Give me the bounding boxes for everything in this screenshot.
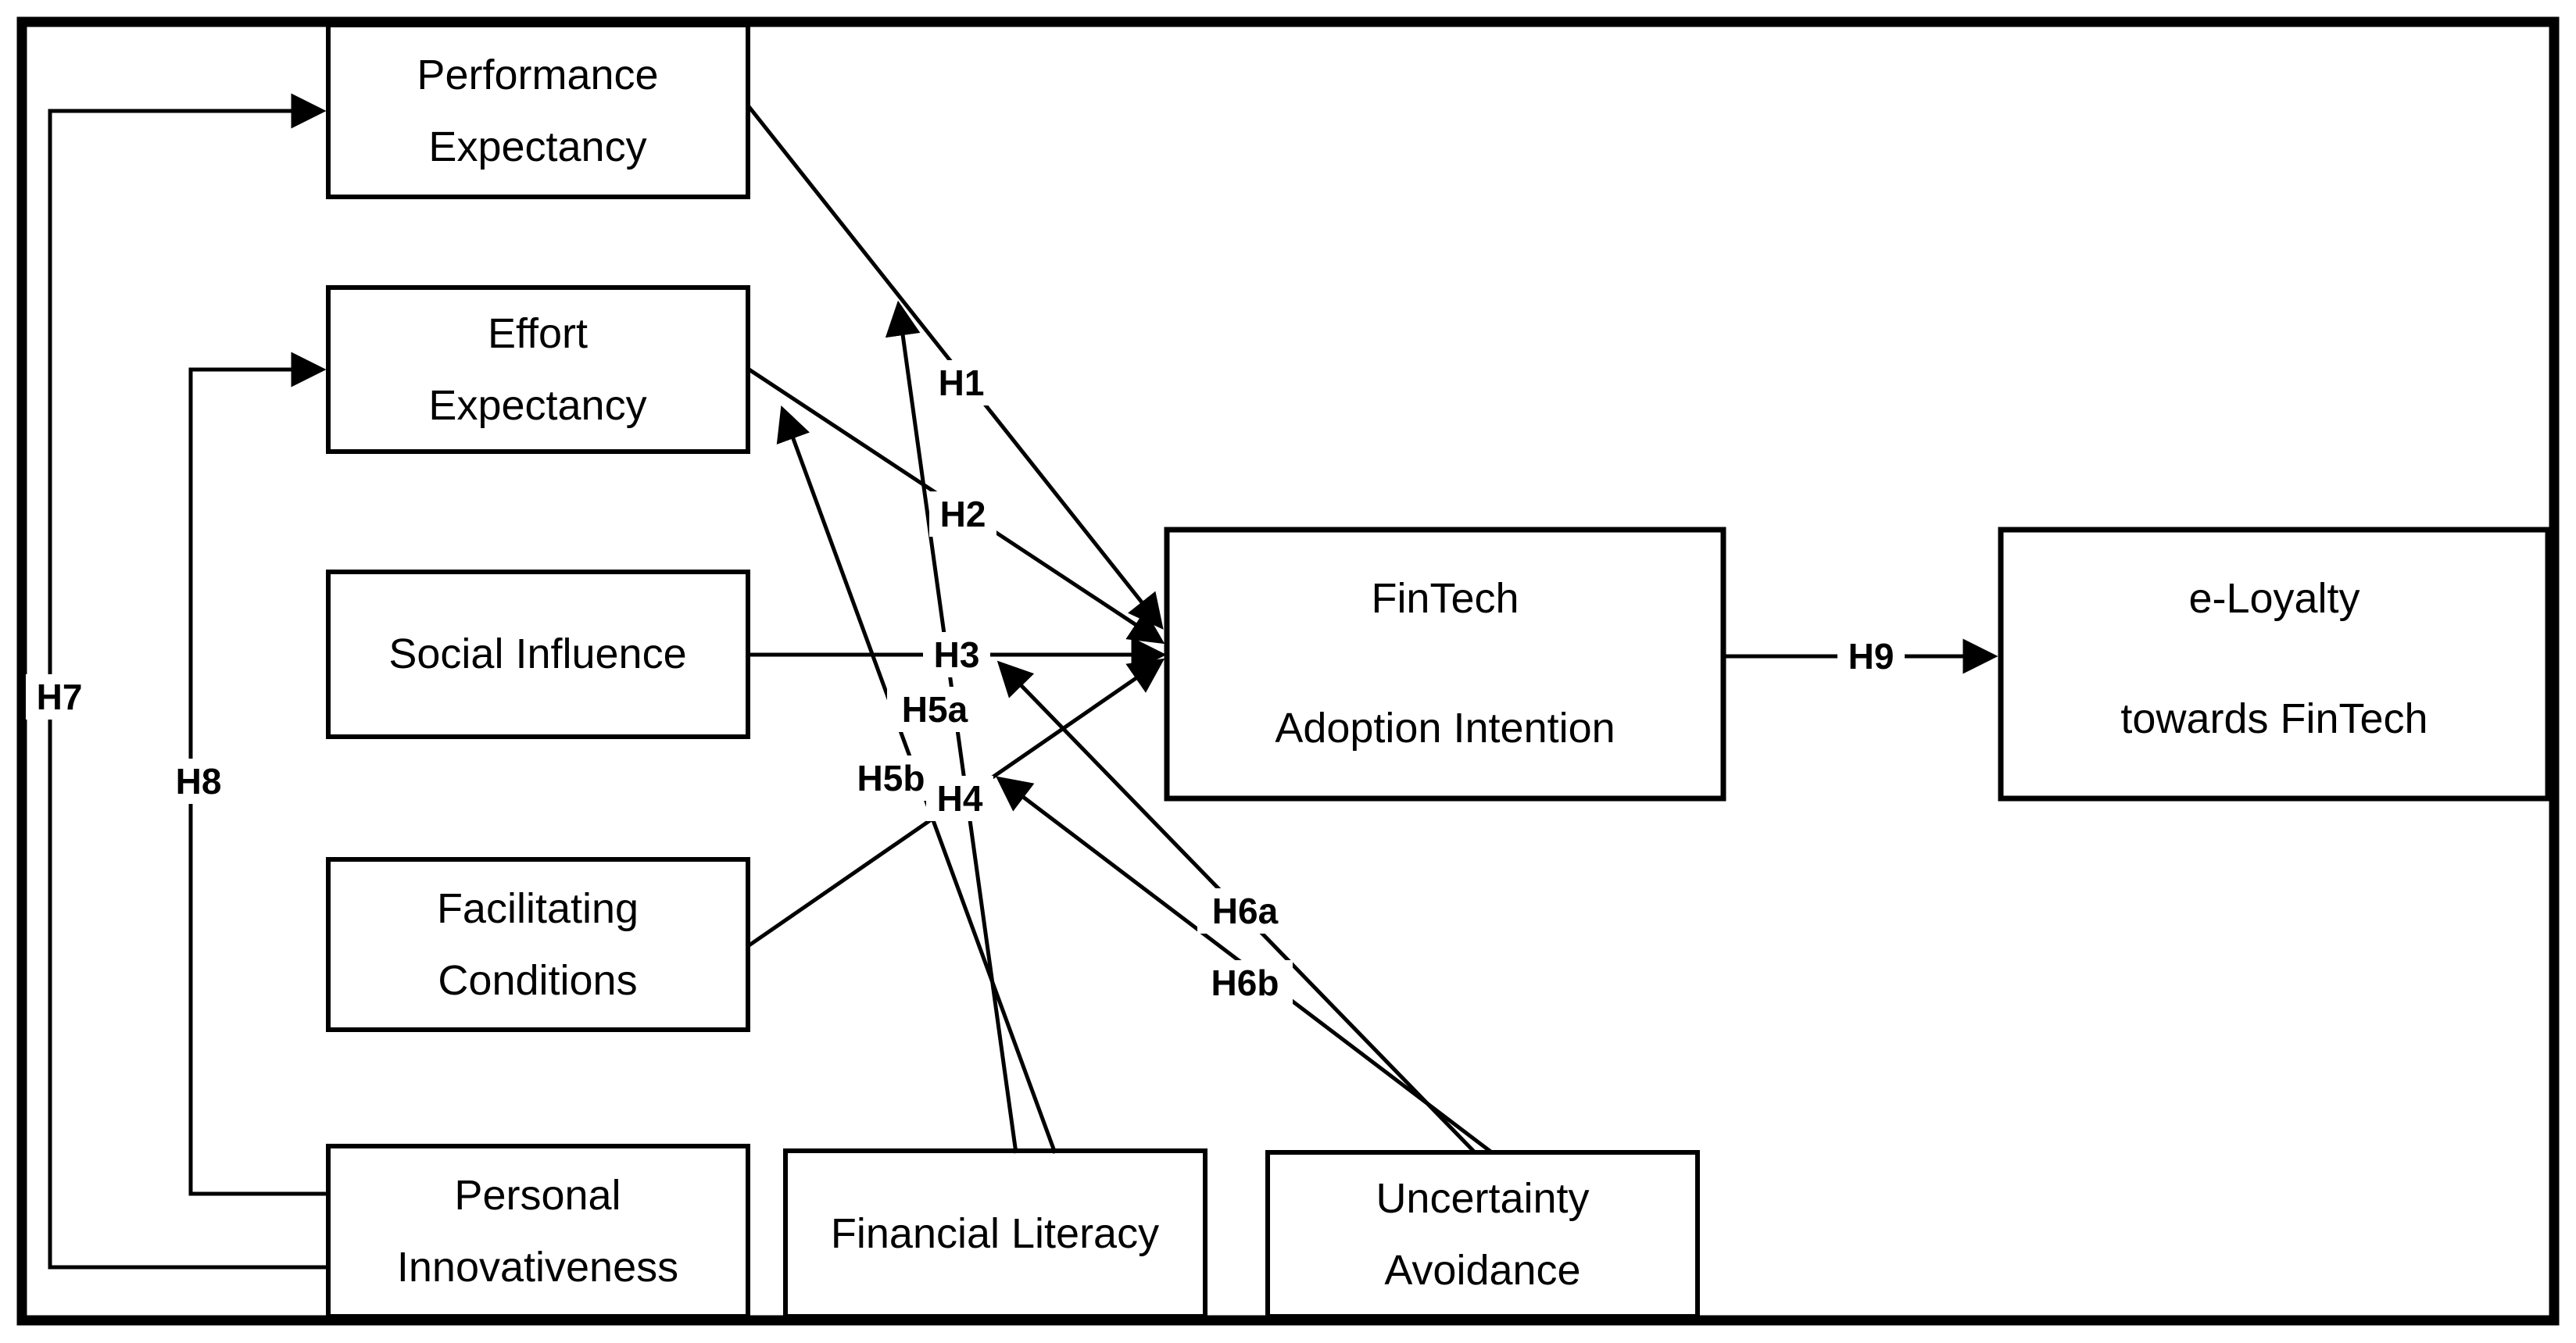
label-h2: H2 [929,491,996,537]
label-h3: H3 [923,632,990,677]
node-label: Financial Literacy [831,1210,1159,1257]
label-h8: H8 [165,759,232,804]
node-label: Performance [417,52,658,98]
svg-text:H2: H2 [940,494,986,534]
svg-text:H5b: H5b [857,758,925,798]
node-e-loyalty-towards-fintech: e-Loyalty towards FinTech [1998,527,2551,802]
label-h6b: H6b [1197,960,1293,1005]
label-h5b: H5b [843,755,939,801]
node-financial-literacy: Financial Literacy [783,1148,1208,1319]
node-label: FinTech [1371,575,1519,622]
node-label: Conditions [438,957,637,1004]
label-h7: H7 [26,674,93,720]
node-label: Expectancy [428,382,646,429]
svg-text:H7: H7 [37,677,83,717]
node-fintech-adoption-intention: FinTech Adoption Intention [1164,527,1726,802]
node-label: Innovativeness [397,1244,678,1291]
node-uncertainty-avoidance: Uncertainty Avoidance [1265,1150,1700,1319]
node-label: Effort [488,310,588,357]
node-label: Personal [454,1172,621,1219]
label-h1: H1 [928,360,995,405]
label-h5a: H5a [887,687,982,732]
node-effort-expectancy: Effort Expectancy [326,285,750,454]
svg-text:H5a: H5a [902,689,968,730]
node-label: Expectancy [428,123,646,170]
node-label: Uncertainty [1376,1175,1589,1222]
node-label: Facilitating [437,885,639,932]
node-social-influence: Social Influence [326,570,750,739]
label-h4: H4 [926,776,993,821]
label-h9: H9 [1837,634,1905,679]
node-facilitating-conditions: Facilitating Conditions [326,857,750,1032]
node-personal-innovativeness: Personal Innovativeness [326,1144,750,1319]
svg-text:H1: H1 [939,363,985,403]
node-label: Social Influence [388,630,686,677]
svg-text:H3: H3 [934,634,980,675]
svg-text:H4: H4 [937,778,983,819]
node-label: towards FinTech [2120,695,2428,742]
svg-text:H6a: H6a [1212,891,1279,931]
svg-text:H8: H8 [176,761,222,802]
svg-text:H6b: H6b [1211,963,1279,1003]
node-label: e-Loyalty [2188,575,2360,622]
node-label: Adoption Intention [1275,705,1615,752]
label-h6a: H6a [1197,888,1293,934]
node-performance-expectancy: Performance Expectancy [326,23,750,199]
figure-frame [16,16,2560,1326]
node-label: Avoidance [1384,1247,1580,1294]
svg-text:H9: H9 [1848,636,1894,677]
